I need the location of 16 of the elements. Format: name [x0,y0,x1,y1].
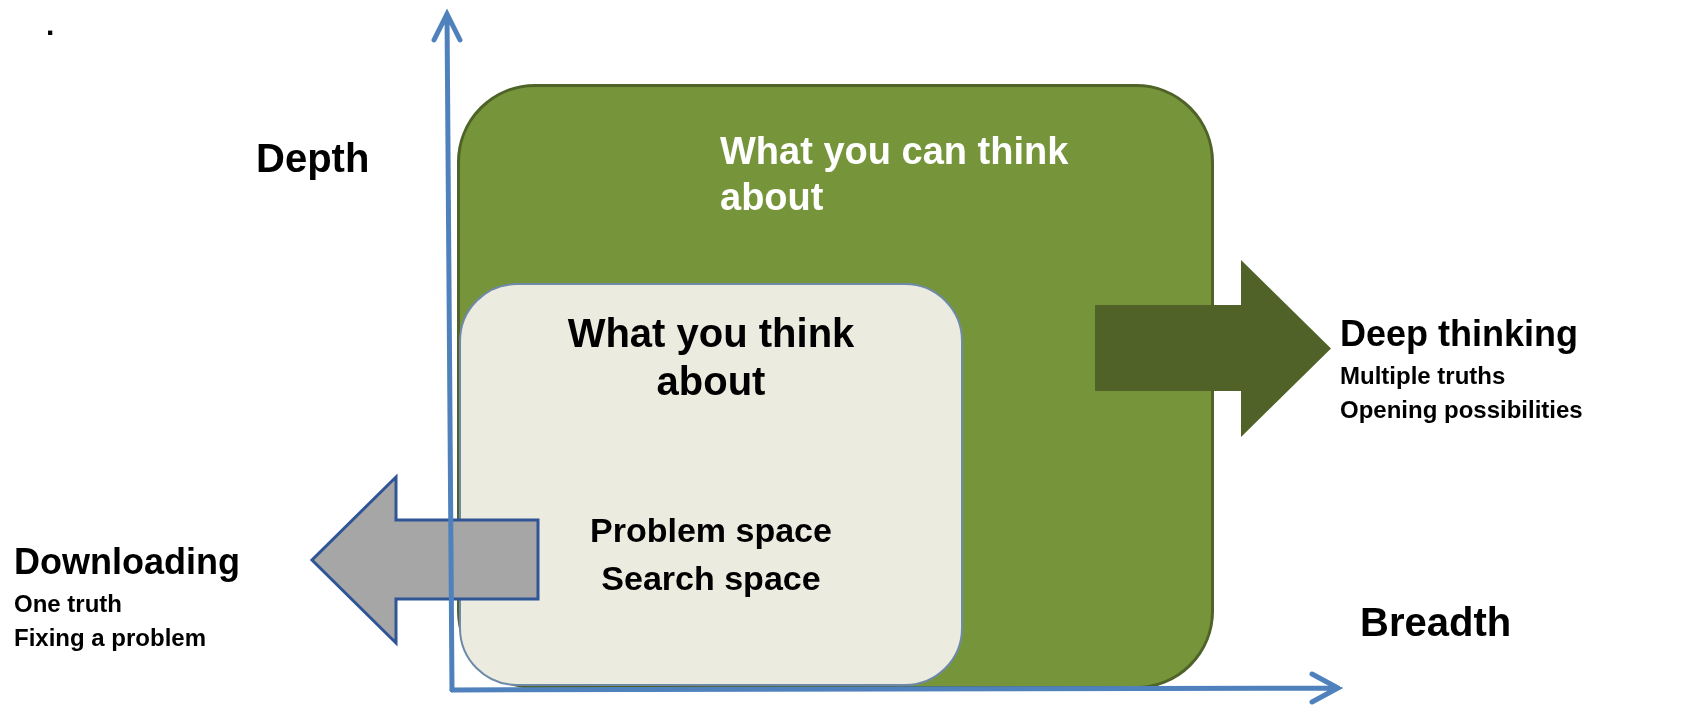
box-title: What you think about [566,310,856,405]
axis-label: Breadth [1360,600,1512,645]
side-text: Multiple truths [1340,362,1507,391]
block-arrow [309,473,540,647]
side-text: One truth [14,590,123,619]
side-heading: Deep thinking [1340,312,1579,356]
box-title: What you can think about [720,129,1070,220]
dot-mark: . [46,8,55,42]
side-text: Opening possibilities [1340,396,1584,425]
side-heading: Downloading [14,540,241,584]
outer-rounded-box [457,84,1214,689]
axis-label: Depth [256,136,370,181]
inner-rounded-box [459,283,963,686]
side-text: Fixing a problem [14,624,208,653]
block-arrow [1095,260,1331,437]
box-text: Problem space Search space [589,510,833,599]
